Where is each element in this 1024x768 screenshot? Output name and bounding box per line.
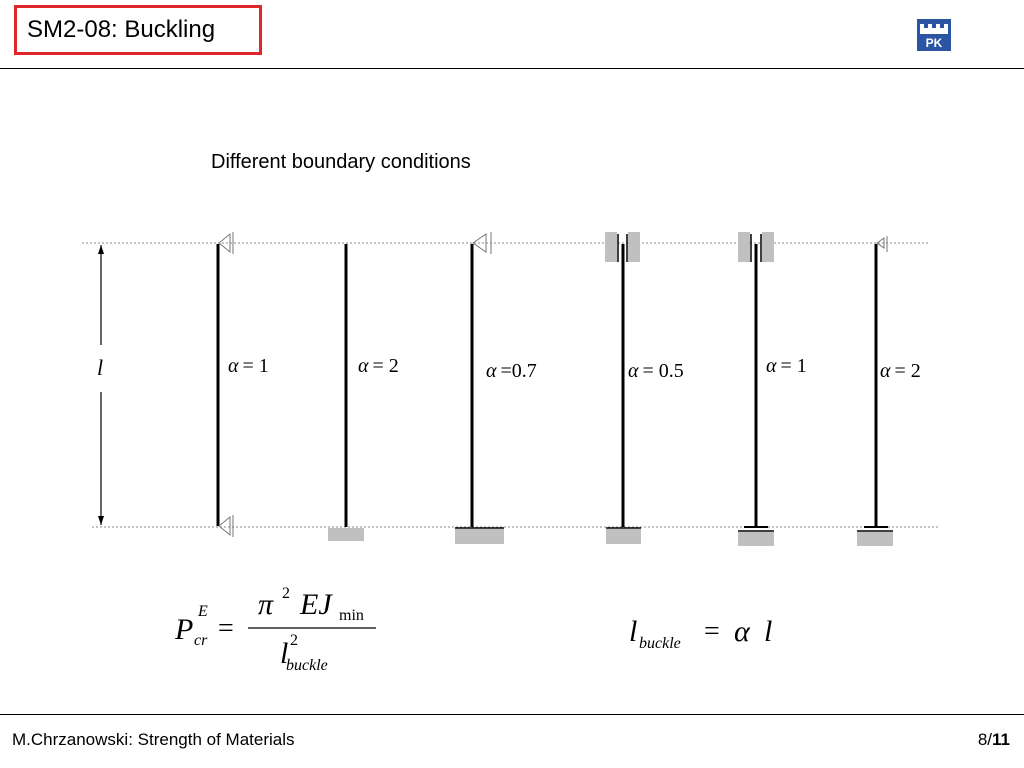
column-fixed-pinned xyxy=(455,232,504,544)
page-number: 8/11 xyxy=(978,730,1010,750)
alpha-label-col5: α= 1 xyxy=(766,355,807,377)
svg-text:E: E xyxy=(197,603,208,620)
alpha-label-col2: α= 2 xyxy=(358,355,399,377)
subtitle: Different boundary conditions xyxy=(211,151,471,173)
svg-text:2: 2 xyxy=(290,632,298,649)
critical-force-formula: P E cr = π 2 EJ min l 2 buckle xyxy=(174,585,376,674)
column-pinned-pinned xyxy=(216,232,234,537)
column-fixed-free xyxy=(328,244,364,541)
length-dimension xyxy=(98,245,104,525)
length-label: l xyxy=(97,355,103,380)
svg-text:l: l xyxy=(764,615,772,648)
total-pages: 11 xyxy=(992,730,1010,749)
svg-text:P: P xyxy=(174,613,193,646)
svg-text:=: = xyxy=(704,616,720,647)
alpha-label-col4: α= 0.5 xyxy=(628,360,684,382)
current-page: 8/ xyxy=(977,730,993,749)
svg-text:=: = xyxy=(218,613,234,644)
footer-author: M.Chrzanowski: Strength of Materials xyxy=(12,730,295,749)
column-sliding-fixed xyxy=(738,232,774,546)
slide-title: SM2-08: Buckling xyxy=(14,5,262,55)
column-fixed-guided xyxy=(605,232,641,544)
svg-text:l: l xyxy=(280,637,288,670)
svg-text:2: 2 xyxy=(282,585,290,602)
svg-text:α: α xyxy=(734,615,751,648)
svg-text:π: π xyxy=(258,588,274,621)
svg-text:min: min xyxy=(339,607,364,624)
header-divider xyxy=(0,68,1024,69)
footer-divider xyxy=(0,714,1024,715)
svg-text:EJ: EJ xyxy=(299,588,333,621)
university-logo: PK xyxy=(917,19,951,51)
buckling-length-formula: l buckle = α l xyxy=(629,615,772,652)
svg-text:buckle: buckle xyxy=(286,657,328,674)
alpha-label-col3: α=0.7 xyxy=(486,360,537,382)
svg-text:buckle: buckle xyxy=(639,635,681,652)
svg-text:cr: cr xyxy=(194,632,208,649)
alpha-label-col1: α= 1 xyxy=(228,355,269,377)
svg-text:l: l xyxy=(629,615,637,648)
logo-text: PK xyxy=(926,36,943,50)
column-pinned-sliding xyxy=(857,236,893,546)
alpha-label-col6: α= 2 xyxy=(880,360,921,382)
